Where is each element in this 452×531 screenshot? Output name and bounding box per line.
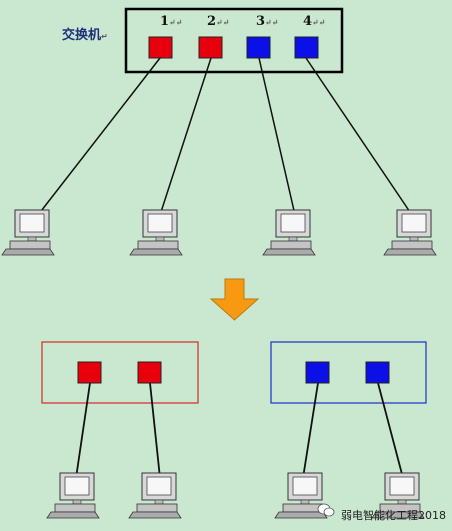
vlan-red-port-1: [77, 361, 102, 384]
cable-3: [258, 57, 296, 216]
vlan-box-blue: [270, 341, 427, 404]
port-number-2: 2↵↵: [207, 14, 230, 29]
cable-2: [159, 57, 212, 216]
watermark-text: 弱电智能化工程2018: [341, 509, 446, 522]
switch-port-1: [148, 36, 173, 59]
vlan-red-port-2: [137, 361, 162, 384]
vlan-blue-port-2: [365, 361, 390, 384]
switch-box: [124, 7, 344, 74]
switch-label: 交换机↵: [62, 28, 108, 43]
switch-port-3: [246, 36, 271, 59]
vlan-blue-port-1: [305, 361, 330, 384]
vlan-cable-3: [302, 382, 319, 479]
vlan-cable-1: [75, 382, 91, 479]
cable-4: [305, 57, 413, 216]
computer-2: [129, 209, 183, 256]
switch-port-2: [198, 36, 223, 59]
port-number-1: 1↵↵: [160, 14, 183, 29]
computer-6: [128, 472, 182, 519]
cable-1: [37, 57, 161, 216]
computer-4: [383, 209, 437, 256]
down-arrow-icon: [209, 278, 260, 321]
vlan-box-red: [41, 341, 199, 404]
vlan-cable-2: [149, 382, 161, 479]
computer-3: [262, 209, 316, 256]
wechat-logo-icon: [317, 503, 335, 517]
vlan-cable-4: [377, 382, 404, 479]
computer-1: [1, 209, 55, 256]
port-number-3: 3↵↵: [256, 14, 279, 29]
switch-port-4: [294, 36, 319, 59]
computer-5: [46, 472, 100, 519]
port-number-4: 4↵↵: [303, 14, 326, 29]
